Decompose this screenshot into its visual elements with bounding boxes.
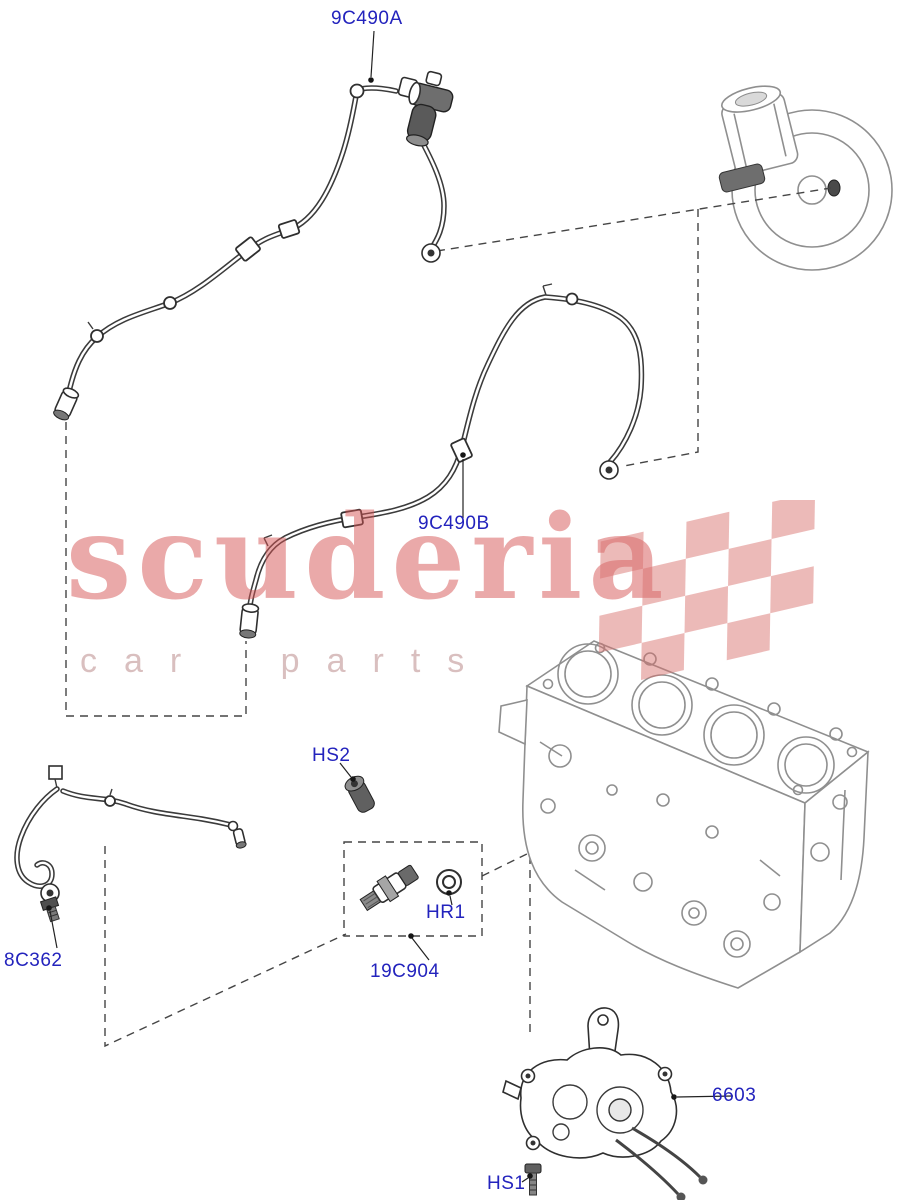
vacuum-line-9c490b [239,283,645,639]
pipe-bracket [48,765,63,780]
part-label-hs2[interactable]: HS2 [312,745,351,766]
part-label-19c904[interactable]: 19C904 [370,961,440,982]
vacuum-line-9c490a [53,70,454,421]
brake-booster [718,85,893,271]
master-cylinder [718,163,766,193]
line-end-fitting [53,387,80,421]
check-valve-9c490a [397,70,454,147]
part-label-hs1[interactable]: HS1 [487,1173,526,1194]
part-label-hr1[interactable]: HR1 [426,902,466,923]
line-end-fitting [232,828,247,849]
pipe-8c362 [14,765,247,923]
dashed-reference-lines [65,187,832,1048]
part-label-9c490b[interactable]: 9C490B [418,513,490,534]
part-label-6603[interactable]: 6603 [712,1085,757,1106]
vacuum-pump-6603 [502,1007,708,1200]
bolt-hs1 [524,1163,542,1196]
bolt-hs2 [344,775,375,813]
part-label-8c362[interactable]: 8C362 [4,950,63,971]
line-end-fitting [239,603,260,639]
part-label-9c490a[interactable]: 9C490A [331,8,403,29]
label-leader-lines [46,30,734,1183]
banjo-fitting [39,883,60,923]
engine-block [498,640,870,989]
sensor-19c904 [359,864,419,912]
